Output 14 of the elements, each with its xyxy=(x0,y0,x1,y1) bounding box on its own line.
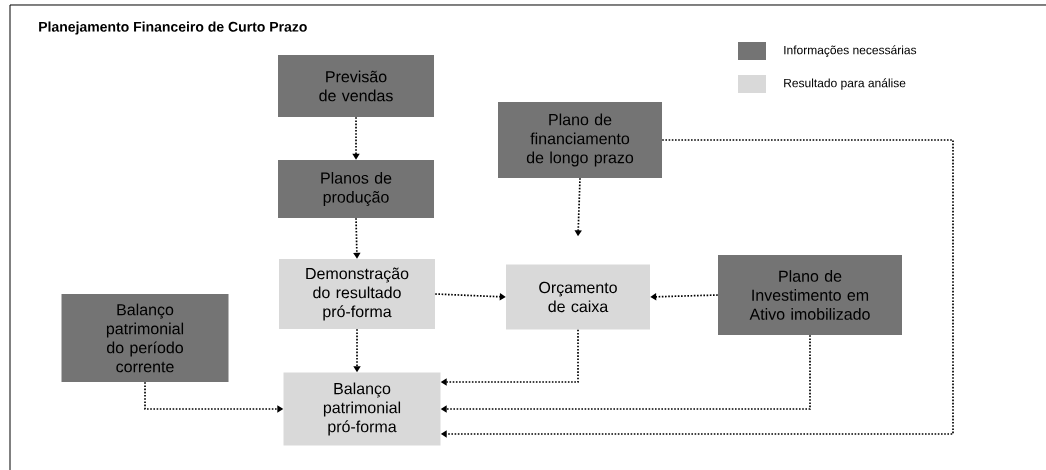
process-box: Plano de financiamento de longo prazo xyxy=(498,102,662,178)
arrow xyxy=(353,217,361,259)
process-box: Balanço patrimonial pró-forma xyxy=(283,372,441,446)
legend-label: Resultado para análise xyxy=(784,78,906,90)
process-box: Balanço patrimonial do período corrente xyxy=(61,294,229,382)
legend-label: Informações necessárias xyxy=(784,45,917,57)
process-box: Previsão de vendas xyxy=(278,55,434,117)
process-box: Demonstração do resultado pró-forma xyxy=(279,259,435,329)
arrow xyxy=(352,116,360,160)
arrow xyxy=(650,293,719,301)
process-box: Planos de produção xyxy=(278,160,434,218)
process-box: Plano de Investimento em Ativo imobilizado xyxy=(718,255,902,335)
title: Planejamento Financeiro de Curto Prazo xyxy=(39,21,307,35)
process-box: Orçamento de caixa xyxy=(506,264,650,330)
